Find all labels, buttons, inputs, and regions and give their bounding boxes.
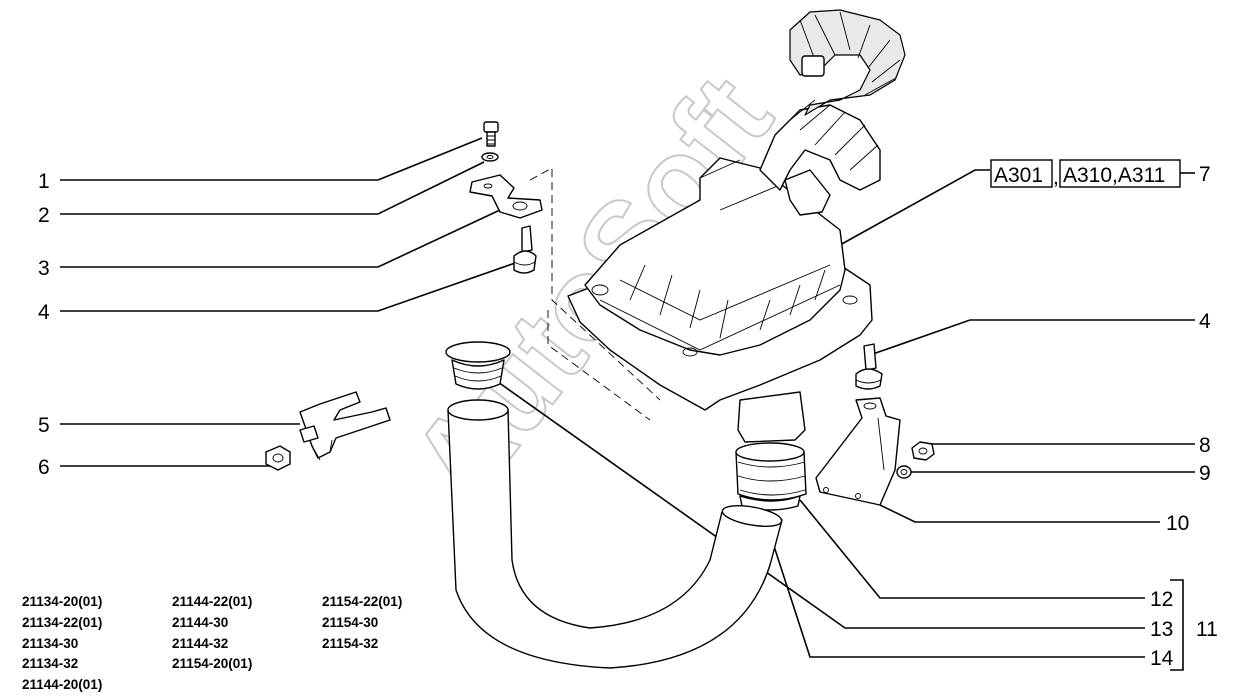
model-code: 21144-22(01) [172,594,253,609]
variant-a301: A301 [994,164,1043,187]
model-code: 21134-22(01) [22,614,103,630]
callout-13: 13 [1150,618,1173,641]
model-column-1: 21134-20(01) 21134-22(01) 21134-30 21134… [22,592,172,696]
model-code: 21154-22(01) [322,594,403,609]
model-code: 21144-32 [172,635,229,651]
variant-separator: , [1053,166,1059,189]
model-code: 21144-20(01) [22,677,103,693]
bracket-part-10 [815,397,901,506]
rubber-support-part-4-left [513,225,537,274]
nut-part-8 [911,441,935,461]
model-code: 21154-30 [322,614,379,630]
leader-lines [60,137,1195,671]
callout-3: 3 [38,257,50,280]
variant-a310-a311: A310,A311 [1063,164,1165,187]
variant-box-a301 [990,159,1053,188]
model-column-2: 21144-22(01) 21144-30 21144-32 21154-20(… [172,592,322,675]
model-code: 21144-30 [172,614,229,630]
nut-part-6 [265,445,291,471]
callout-4-right: 4 [1199,310,1211,333]
callout-4-left: 4 [38,301,50,324]
model-code: 21134-20(01) [22,594,103,609]
bracket-part-3 [469,174,543,219]
model-code: 21134-32 [22,656,79,672]
callout-10: 10 [1166,512,1189,535]
callout-9: 9 [1199,462,1211,485]
air-filter-housing-part-7 [567,9,906,443]
callout-6: 6 [38,456,50,479]
callout-1: 1 [38,170,50,193]
callout-5: 5 [38,414,50,437]
callout-2: 2 [38,204,50,227]
bolt-part-1 [483,121,499,147]
model-list: 21134-20(01) 21134-22(01) 21134-30 21134… [22,592,442,696]
clamp-part-5 [299,391,391,461]
callout-11: 11 [1196,618,1218,641]
model-code: 21134-30 [22,635,79,651]
callout-12: 12 [1150,588,1173,611]
sleeve-part-12 [735,442,807,511]
hose-part-14 [447,399,783,669]
variant-labels: A301 , A310,A311 [990,159,1181,189]
rubber-support-part-4-right [855,343,883,390]
callout-14: 14 [1150,647,1174,670]
washer-part-9 [896,465,912,479]
variant-box-a310-a311 [1059,159,1181,188]
callout-8: 8 [1199,434,1211,457]
model-column-3: 21154-22(01) 21154-30 21154-32 [322,592,472,654]
cap-part-13 [445,341,511,390]
model-code: 21154-32 [322,635,379,651]
model-code: 21154-20(01) [172,656,253,672]
washer-part-2 [481,152,499,162]
callout-7: 7 [1199,163,1211,186]
